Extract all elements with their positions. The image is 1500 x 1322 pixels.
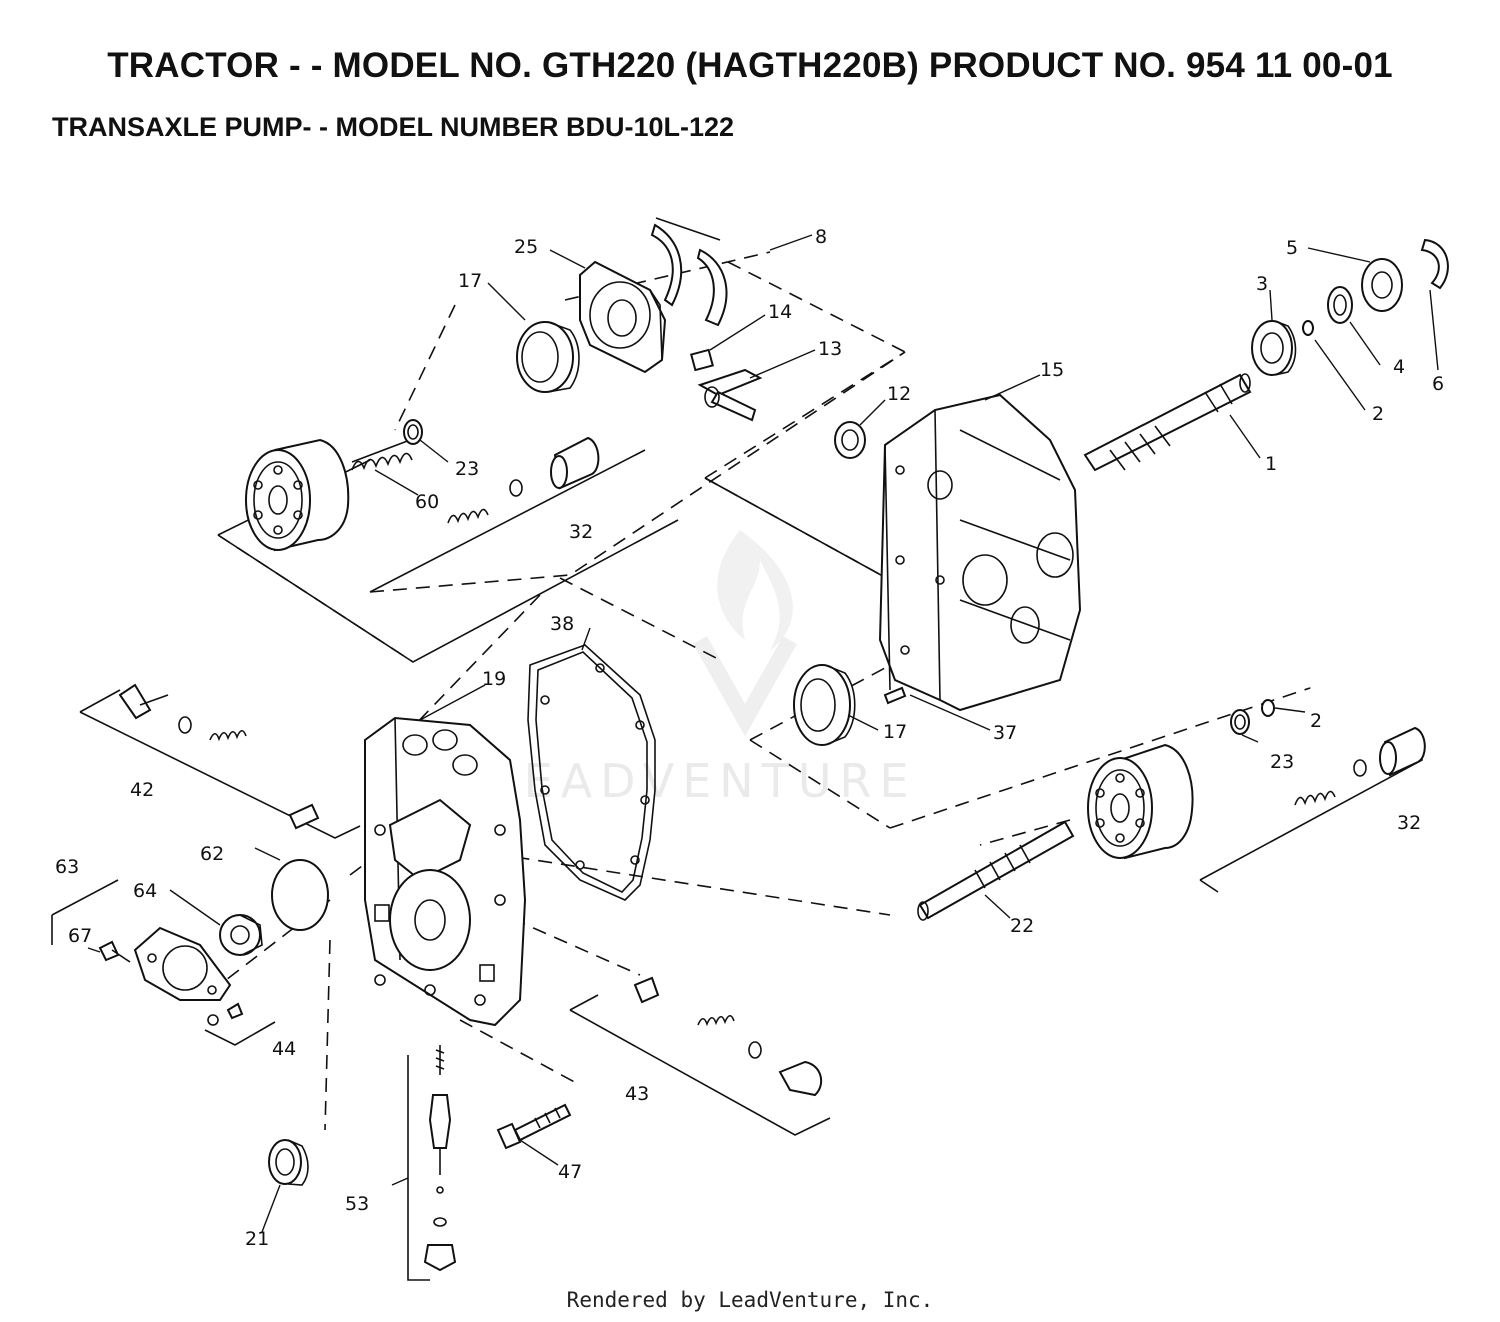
label-part-2-bottom[interactable]: 2	[1310, 710, 1322, 732]
page-subtitle: TRANSAXLE PUMP- - MODEL NUMBER BDU-10L-1…	[52, 112, 735, 142]
label-part-32-bottom[interactable]: 32	[1397, 812, 1421, 834]
part-6-snap-ring[interactable]	[1420, 238, 1449, 290]
part-32-check-valve-bottom[interactable]	[1294, 726, 1426, 806]
label-part-60[interactable]: 60	[415, 491, 439, 513]
part-60-spring[interactable]	[351, 439, 413, 471]
part-38-gasket[interactable]	[527, 644, 656, 901]
v-logo-mark	[693, 636, 797, 737]
label-part-6[interactable]: 6	[1432, 373, 1444, 395]
label-part-44[interactable]: 44	[272, 1038, 296, 1060]
part-42-relief-valve[interactable]	[118, 683, 320, 830]
label-part-17-bottom[interactable]: 17	[883, 721, 907, 743]
label-part-21[interactable]: 21	[245, 1228, 269, 1250]
label-part-32-top[interactable]: 32	[569, 521, 593, 543]
part-21-bearing[interactable]	[268, 1139, 309, 1186]
part-14-slider-block[interactable]	[690, 348, 714, 372]
leader-lines	[87, 234, 1439, 1233]
part-number-labels: 1 2 2 3 4 5 6 8 12 13 14 15 17 17 19 21 …	[55, 226, 1444, 1250]
part-62-oring-large[interactable]	[271, 859, 329, 931]
label-part-3[interactable]: 3	[1256, 273, 1268, 295]
label-part-23-top[interactable]: 23	[455, 458, 479, 480]
part-17-seal-bottom[interactable]	[793, 664, 856, 746]
page-title: TRACTOR - - MODEL NO. GTH220 (HAGTH220B)…	[107, 46, 1393, 85]
part-13-trunnion-arm[interactable]	[697, 368, 763, 422]
part-64-charge-rotor[interactable]	[219, 914, 263, 956]
label-part-14[interactable]: 14	[768, 301, 792, 323]
watermark-text: LEADVENTURE	[490, 754, 917, 808]
label-part-47[interactable]: 47	[558, 1161, 582, 1183]
label-part-17-top[interactable]: 17	[458, 270, 482, 292]
label-part-67[interactable]: 67	[68, 925, 92, 947]
part-22-motor-shaft[interactable]	[917, 820, 1075, 921]
label-part-64[interactable]: 64	[133, 880, 157, 902]
part-37-dowel-pin[interactable]	[883, 686, 907, 705]
cylinder-block-top[interactable]	[245, 438, 350, 552]
part-4-washer[interactable]	[1327, 286, 1353, 324]
part-12-seal[interactable]	[834, 421, 866, 459]
part-32-check-valve-top[interactable]	[447, 436, 600, 524]
label-part-19[interactable]: 19	[482, 668, 506, 690]
part-23-ring-bottom[interactable]	[1230, 709, 1250, 735]
label-part-4[interactable]: 4	[1393, 356, 1405, 378]
part-2-oring-top[interactable]	[1302, 320, 1314, 336]
part-23-ring-top[interactable]	[403, 419, 423, 445]
part-1-input-shaft[interactable]	[1083, 373, 1252, 472]
label-part-62[interactable]: 62	[200, 843, 224, 865]
part-47-bolt[interactable]	[496, 1103, 572, 1150]
part-2-oring-bottom[interactable]	[1261, 699, 1275, 717]
flame-icon	[717, 530, 793, 650]
watermark-logo: LEADVENTURE	[490, 530, 917, 808]
label-part-43[interactable]: 43	[625, 1083, 649, 1105]
label-part-2-top[interactable]: 2	[1372, 403, 1384, 425]
label-part-12[interactable]: 12	[887, 383, 911, 405]
cylinder-block-bottom[interactable]	[1087, 743, 1194, 860]
part-19-center-section[interactable]	[364, 716, 527, 1027]
label-part-42[interactable]: 42	[130, 779, 154, 801]
label-part-63[interactable]: 63	[55, 856, 79, 878]
part-53-check-valve-stack[interactable]	[423, 1045, 457, 1272]
label-part-1[interactable]: 1	[1265, 453, 1277, 475]
part-43-relief-valve[interactable]	[633, 976, 823, 1097]
label-part-25[interactable]: 25	[514, 236, 538, 258]
part-8-bearing-inserts[interactable]	[650, 217, 728, 327]
part-63-charge-cover[interactable]	[133, 926, 232, 1001]
label-part-37[interactable]: 37	[993, 722, 1017, 744]
label-part-38[interactable]: 38	[550, 613, 574, 635]
label-part-5[interactable]: 5	[1286, 237, 1298, 259]
part-5-bearing[interactable]	[1361, 258, 1403, 312]
part-44-pin[interactable]	[207, 1002, 244, 1026]
label-part-23-bottom[interactable]: 23	[1270, 751, 1294, 773]
part-3-bearing[interactable]	[1251, 320, 1297, 376]
part-17-seal-top[interactable]	[516, 321, 580, 393]
part-25-swashplate[interactable]	[579, 260, 667, 374]
part-67-screw[interactable]	[98, 940, 131, 963]
part-15-main-housing[interactable]	[878, 393, 1082, 712]
label-part-53[interactable]: 53	[345, 1193, 369, 1215]
label-part-15[interactable]: 15	[1040, 359, 1064, 381]
footer-credit: Rendered by LeadVenture, Inc.	[566, 1288, 934, 1312]
label-part-13[interactable]: 13	[818, 338, 842, 360]
label-part-22[interactable]: 22	[1010, 915, 1034, 937]
label-part-8[interactable]: 8	[815, 226, 827, 248]
